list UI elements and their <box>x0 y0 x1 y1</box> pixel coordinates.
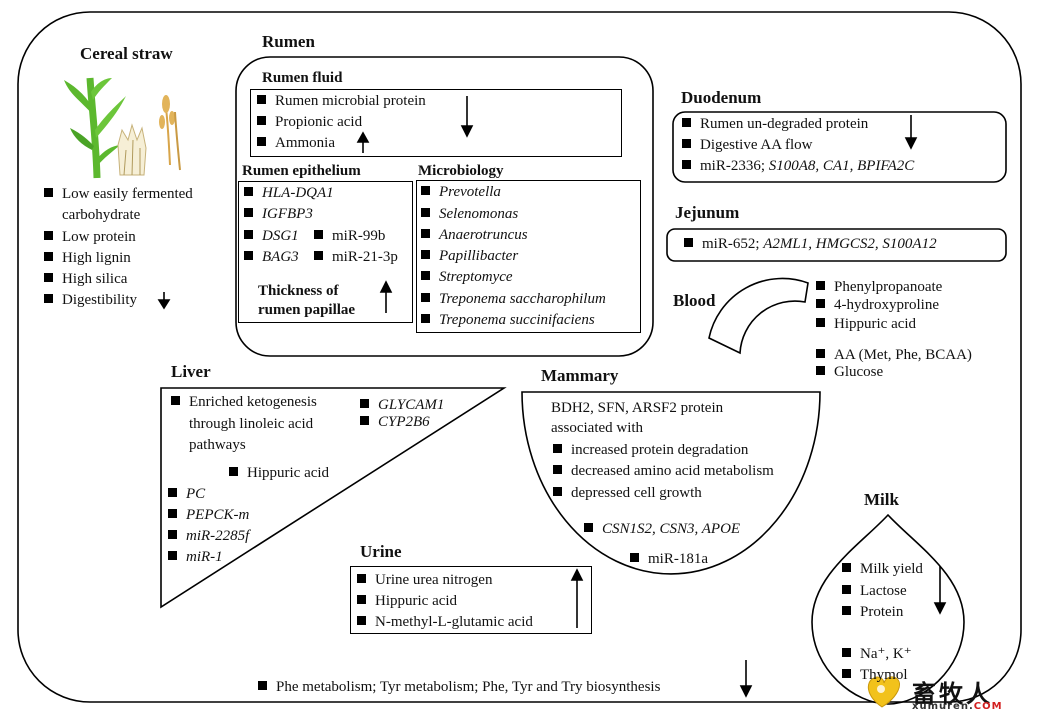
mammary-shape <box>521 391 821 575</box>
jejunum-item: miR-652; A2ML1, HMGCS2, S100A12 <box>684 235 937 254</box>
microbiology-box <box>416 180 641 333</box>
liver-ketogenesis-3: pathways <box>189 437 246 453</box>
papillae-label-1: Thickness of <box>258 283 339 299</box>
urine-up-arrow <box>570 568 584 628</box>
microbe-7: Treponema succinifaciens <box>421 311 595 330</box>
papillae-up-arrow <box>379 280 393 313</box>
blood-band-shape <box>708 277 809 355</box>
liver-gene-right-1: GLYCAM1 <box>360 396 444 415</box>
epithelium-gene-2: IGFBP3 <box>244 205 313 224</box>
milk-item-2: Lactose <box>842 582 907 601</box>
cereal-item-2: Low protein <box>44 228 136 247</box>
mammary-item-2: decreased amino acid metabolism <box>553 462 774 481</box>
duodenum-item-2: Digestive AA flow <box>682 136 813 155</box>
rumen-fluid-box <box>250 89 622 157</box>
mammary-item-3: depressed cell growth <box>553 484 702 503</box>
cereal-straw-title: Cereal straw <box>80 44 173 63</box>
mammary-intro-1: BDH2, SFN, ARSF2 protein <box>551 400 724 416</box>
microbiology-title: Microbiology <box>418 163 504 179</box>
rumen-fluid-item-3: Ammonia <box>257 134 335 153</box>
epithelium-gene-3: DSG1 <box>244 227 299 246</box>
cereal-item-1-cont: carbohydrate <box>62 207 141 223</box>
microbe-6: Treponema saccharophilum <box>421 290 606 309</box>
rumen-epithelium-box <box>238 181 413 323</box>
cereal-item-3: High lignin <box>44 249 131 268</box>
urine-item-1: Urine urea nitrogen <box>357 571 492 590</box>
liver-gene-left-2: PEPCK-m <box>168 506 249 525</box>
jejunum-box <box>666 228 1007 262</box>
microbe-1: Prevotella <box>421 183 501 202</box>
liver-triangle-shape <box>160 387 507 609</box>
milk-item-3: Protein <box>842 603 903 622</box>
rumen-epithelium-title: Rumen epithelium <box>242 163 361 179</box>
rumen-fluid-item-1: Rumen microbial protein <box>257 92 426 111</box>
urine-title: Urine <box>360 542 402 561</box>
watermark-text: 畜牧人 <box>912 680 993 708</box>
epithelium-gene-4: BAG3 <box>244 248 299 267</box>
cereal-item-4: High silica <box>44 270 127 289</box>
epithelium-mirna-2: miR-21-3p <box>314 248 398 267</box>
milk-title: Milk <box>864 490 899 509</box>
mammary-mirna: miR-181a <box>630 550 708 569</box>
microbe-4: Papillibacter <box>421 247 518 266</box>
rumen-outer-box <box>235 56 654 357</box>
blood-item-1: Phenylpropanoate <box>816 278 942 297</box>
watermark-heart-logo <box>867 676 900 708</box>
liver-ketogenesis-2: through linoleic acid <box>189 416 314 432</box>
epithelium-gene-1: HLA-DQA1 <box>244 184 334 203</box>
duodenum-box <box>672 111 1007 183</box>
blood-item-4: AA (Met, Phe, BCAA) <box>816 346 972 365</box>
milk-down-arrow <box>933 566 947 615</box>
duodenum-item-3: miR-2336; S100A8, CA1, BPIFA2C <box>682 157 914 176</box>
duodenum-item-1: Rumen un-degraded protein <box>682 115 868 134</box>
milk-thymol: Thymol <box>842 666 908 685</box>
outer-frame <box>17 11 1022 703</box>
liver-gene-left-1: PC <box>168 485 205 504</box>
duodenum-down-arrow <box>904 115 918 150</box>
microbe-5: Streptomyce <box>421 268 513 287</box>
epithelium-mirna-1: miR-99b <box>314 227 385 246</box>
blood-item-3: Hippuric acid <box>816 315 916 334</box>
liver-hippuric: Hippuric acid <box>229 464 329 483</box>
rumen-title: Rumen <box>262 32 315 51</box>
cereal-item-1: Low easily fermented <box>44 185 193 204</box>
microbe-3: Anaerotruncus <box>421 226 528 245</box>
urine-item-2: Hippuric acid <box>357 592 457 611</box>
microbe-2: Selenomonas <box>421 205 518 224</box>
mammary-item-1: increased protein degradation <box>553 441 748 460</box>
cereal-item-5: Digestibility <box>44 291 137 310</box>
blood-title: Blood <box>673 291 716 310</box>
bottom-pathways: Phe metabolism; Tyr metabolism; Phe, Tyr… <box>258 678 660 697</box>
rumen-fluid-item-2: Propionic acid <box>257 113 362 132</box>
mammary-intro-2: associated with <box>551 420 644 436</box>
blood-item-5: Glucose <box>816 363 883 382</box>
liver-title: Liver <box>171 362 211 381</box>
liver-ketogenesis-1: Enriched ketogenesis <box>171 393 317 412</box>
papillae-label-2: rumen papillae <box>258 302 356 318</box>
blood-item-2: 4-hydroxyproline <box>816 296 939 315</box>
cereal-straw-illustration <box>64 77 181 179</box>
watermark-url: xumuren.COM <box>912 701 1003 712</box>
rumen-fluid-down-arrow <box>460 96 474 138</box>
jejunum-title: Jejunum <box>675 203 740 222</box>
milk-item-1: Milk yield <box>842 560 923 579</box>
milk-ions: Na⁺, K⁺ <box>842 645 912 664</box>
liver-gene-left-4: miR-1 <box>168 548 223 567</box>
rumen-fluid-title: Rumen fluid <box>262 70 343 86</box>
duodenum-title: Duodenum <box>681 88 762 107</box>
bottom-down-arrow <box>739 660 753 698</box>
mammary-genes: CSN1S2, CSN3, APOE <box>584 520 740 539</box>
digestibility-down-arrow <box>157 292 171 310</box>
ammonia-up-arrow <box>356 131 370 153</box>
liver-gene-right-2: CYP2B6 <box>360 413 430 432</box>
urine-item-3: N-methyl-L-glutamic acid <box>357 613 533 632</box>
liver-gene-left-3: miR-2285f <box>168 527 249 546</box>
urine-box <box>350 566 592 634</box>
mammary-title: Mammary <box>541 366 619 385</box>
milk-drop-shape <box>811 513 965 705</box>
